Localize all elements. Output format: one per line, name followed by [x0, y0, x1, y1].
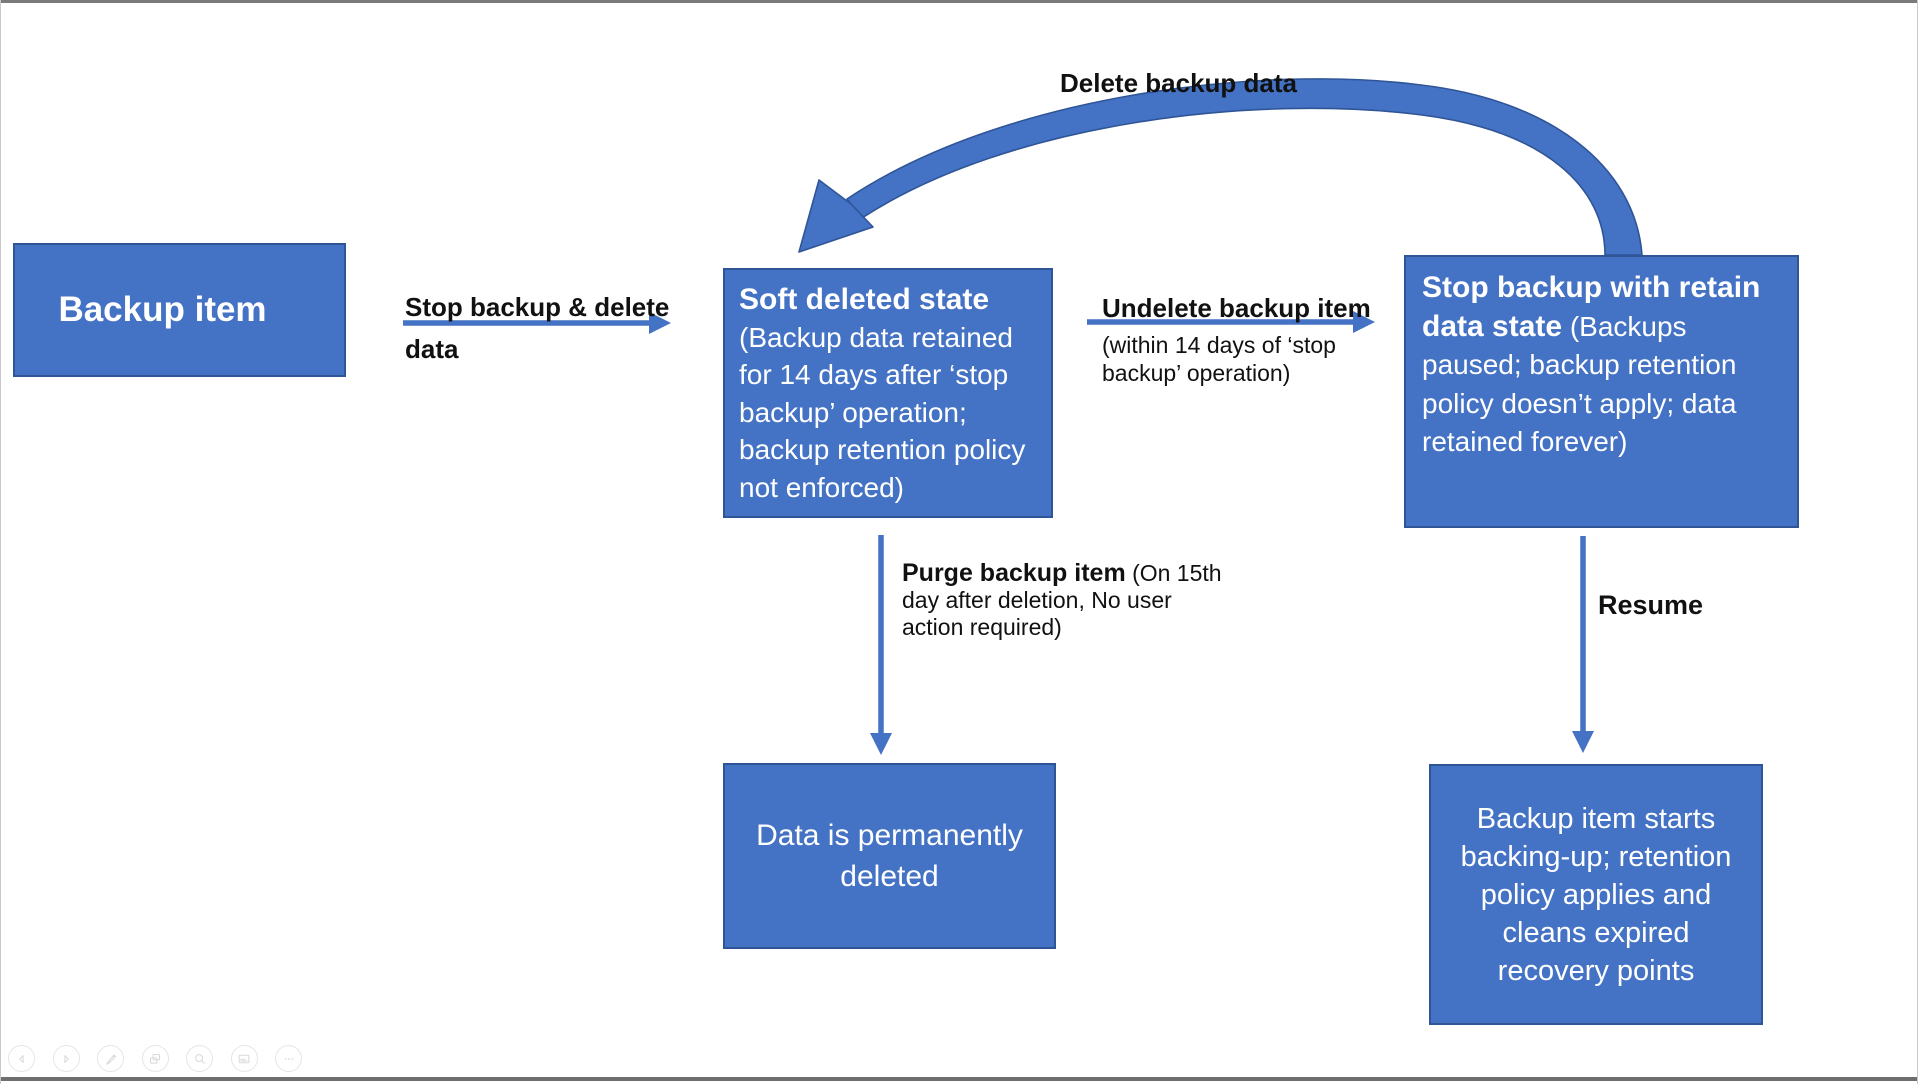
edge-label-purge-title: Purge backup item	[902, 559, 1126, 587]
edge-label-stop-backup-delete: Stop backup & delete data	[405, 292, 670, 364]
captions-icon	[238, 1054, 250, 1063]
edge-label-purge-detail: (On 15th day after deletion, No user act…	[902, 560, 1222, 640]
next-slide-button[interactable]	[52, 1045, 80, 1072]
node-soft-deleted-state: Soft deleted state (Backup data retained…	[723, 268, 1053, 518]
node-stop-retain-body: (Backups paused; backup retention policy…	[1422, 310, 1737, 458]
node-soft-deleted-title: Soft deleted state	[739, 283, 990, 316]
more-options-icon	[284, 1057, 293, 1060]
previous-slide-icon	[18, 1054, 24, 1063]
arrow-delete-backup-data	[846, 78, 1643, 256]
zoom-icon	[194, 1053, 205, 1064]
pen-icon	[105, 1054, 116, 1065]
node-data-deleted-body: Data is permanently deleted	[756, 819, 1023, 893]
arrowhead-delete-backup-data	[798, 179, 874, 253]
node-backup-resumed: Backup item starts backing-up; retention…	[1429, 764, 1763, 1025]
previous-slide-button[interactable]	[8, 1045, 35, 1072]
arrowhead-resume	[1572, 731, 1594, 753]
node-backup-item-title: Backup item	[58, 290, 267, 329]
node-backup-item: Backup item	[13, 243, 346, 377]
node-soft-deleted-body: (Backup data retained for 14 days after …	[739, 321, 1026, 503]
node-resume-target-body: Backup item starts backing-up; retention…	[1460, 802, 1732, 987]
slide-thumbnails-button[interactable]	[141, 1045, 169, 1072]
window-top-edge	[1, 0, 1917, 3]
window-bottom-edge	[1, 1077, 1917, 1081]
pen-button[interactable]	[97, 1045, 124, 1072]
zoom-button[interactable]	[186, 1045, 213, 1072]
edge-label-delete-backup-data: Delete backup data	[1060, 68, 1297, 98]
node-data-permanently-deleted: Data is permanently deleted	[723, 763, 1056, 949]
captions-button[interactable]	[230, 1045, 258, 1072]
node-stop-retain-title: Stop backup with retain data state	[1422, 271, 1761, 343]
viewer-toolbar	[8, 1045, 302, 1072]
node-stop-backup-retain-state: Stop backup with retain data state (Back…	[1404, 255, 1799, 528]
edge-label-undelete: Undelete backup item	[1102, 293, 1371, 323]
next-slide-icon	[64, 1054, 69, 1063]
edge-label-purge: Purge backup item (On 15th day after del…	[902, 560, 1232, 641]
arrowhead-purge	[870, 733, 892, 755]
slide-thumbnails-icon	[149, 1053, 161, 1064]
more-options-button[interactable]	[275, 1045, 302, 1072]
edge-label-undelete-detail: (within 14 days of ‘stop backup’ operati…	[1102, 332, 1336, 386]
edge-label-resume: Resume	[1598, 590, 1704, 620]
